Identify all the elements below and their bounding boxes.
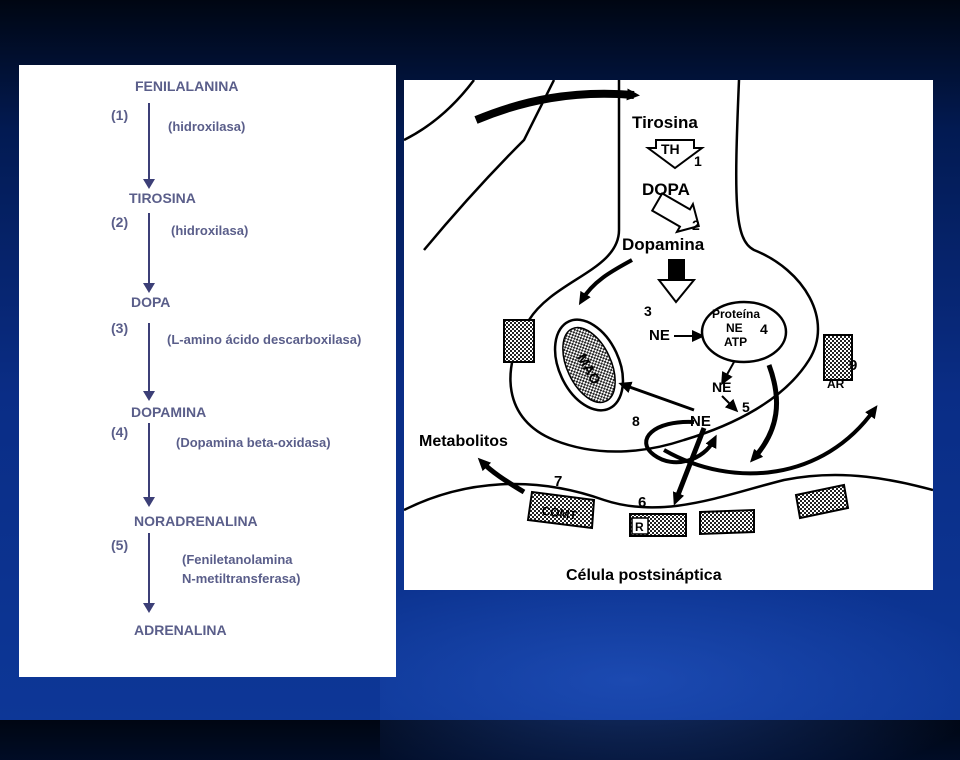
ar-label: AR <box>827 377 845 391</box>
enzyme-3: (L-amino ácido descarboxilasa) <box>167 332 361 347</box>
step-number-5: (5) <box>111 537 128 553</box>
storage-vesicle <box>700 300 788 364</box>
arrow-head-1 <box>143 179 155 189</box>
background-glow <box>380 560 960 760</box>
step-3-arrow-stem <box>669 260 684 280</box>
comt-to-metabolites-arrow <box>477 457 526 495</box>
tirosina-label: Tirosina <box>632 113 698 132</box>
receptor-r-label: R <box>635 520 644 534</box>
step-6-label: 6 <box>638 494 646 511</box>
ar-transporter <box>823 334 853 381</box>
dopa-label: DOPA <box>642 180 690 199</box>
dopamine-to-mao-arrow <box>578 258 633 306</box>
postsynaptic-receptor-2 <box>699 508 755 536</box>
arrow-head-2 <box>143 283 155 293</box>
ne-mid-label: NE <box>712 379 731 395</box>
step-5-arrow <box>721 395 739 413</box>
arrow-head-3 <box>143 391 155 401</box>
reuptake-loop-arrow <box>644 419 717 465</box>
ne-to-mao-arrow <box>618 381 695 412</box>
axon-branch <box>404 80 556 251</box>
enzyme-4: (Dopamina beta-oxidasa) <box>176 435 331 450</box>
pathway-diagram: FENILALANINA (1) (hidroxilasa) TIROSINA … <box>111 78 361 638</box>
arrow-head-4 <box>143 497 155 507</box>
enzyme-1: (hidroxilasa) <box>168 119 245 134</box>
dopamina-label: Dopamina <box>622 235 705 254</box>
enzyme-5-line-1: (Feniletanolamina <box>182 552 293 567</box>
step-4-label: 4 <box>760 321 768 337</box>
compound-adrenalina: ADRENALINA <box>134 622 227 638</box>
th-arrow <box>644 139 706 170</box>
enzyme-5-line-2: N-metiltransferasa) <box>182 571 301 586</box>
ne-synapse-label: NE <box>690 413 711 430</box>
postsynaptic-cell-label: Célula postsináptica <box>566 567 722 584</box>
comt-enzyme <box>526 490 596 530</box>
ne-cytosol-label: NE <box>649 327 670 344</box>
enzyme-2: (hidroxilasa) <box>171 223 248 238</box>
compound-dopamina: DOPAMINA <box>131 404 206 420</box>
compound-tirosina: TIROSINA <box>129 190 196 206</box>
step-9-label: 9 <box>849 357 857 374</box>
biosynthesis-pathway-panel: FENILALANINA (1) (hidroxilasa) TIROSINA … <box>19 65 396 677</box>
left-membrane-receptor <box>503 319 535 363</box>
vesicle-ne-label: NE <box>726 321 743 335</box>
mitochondrion-inner <box>562 326 616 404</box>
synapse-diagram: AR MAO Tirosina TH 1 DOPA 2 Dopamina 3 N… <box>404 80 933 584</box>
step-5-label: 5 <box>742 399 750 415</box>
arrow-head-5 <box>143 603 155 613</box>
receptor-r-box <box>631 517 649 535</box>
ne-to-receptor-arrow <box>672 427 707 506</box>
step-number-1: (1) <box>111 107 128 123</box>
step-1-label: 1 <box>694 153 702 169</box>
presynaptic-terminal <box>509 80 820 453</box>
compound-dopa: DOPA <box>131 294 170 310</box>
synapse-diagram-panel: AR MAO Tirosina TH 1 DOPA 2 Dopamina 3 N… <box>404 80 933 590</box>
postsynaptic-membrane <box>404 473 933 512</box>
metabolitos-label: Metabolitos <box>419 433 508 450</box>
step-3-label: 3 <box>644 303 652 319</box>
th-label: TH <box>661 141 680 157</box>
vesicle-exocytosis-arrow <box>750 364 780 463</box>
vesicle-release-arrow <box>721 361 735 386</box>
tyrosine-uptake-arrow <box>474 88 640 124</box>
step-2-label: 2 <box>692 217 700 233</box>
compound-noradrenalina: NORADRENALINA <box>134 513 258 529</box>
step-2-arrow <box>650 191 701 234</box>
atp-label: ATP <box>724 335 747 349</box>
step-number-2: (2) <box>111 214 128 230</box>
step-8-label: 8 <box>632 413 640 429</box>
comt-label: COMT <box>541 504 579 523</box>
proteina-label: Proteína <box>712 307 760 321</box>
postsynaptic-receptor-3 <box>794 483 850 520</box>
step-number-3: (3) <box>111 320 128 336</box>
compound-fenilalanina: FENILALANINA <box>135 78 238 94</box>
step-number-4: (4) <box>111 424 128 440</box>
step-7-label: 7 <box>554 473 562 490</box>
